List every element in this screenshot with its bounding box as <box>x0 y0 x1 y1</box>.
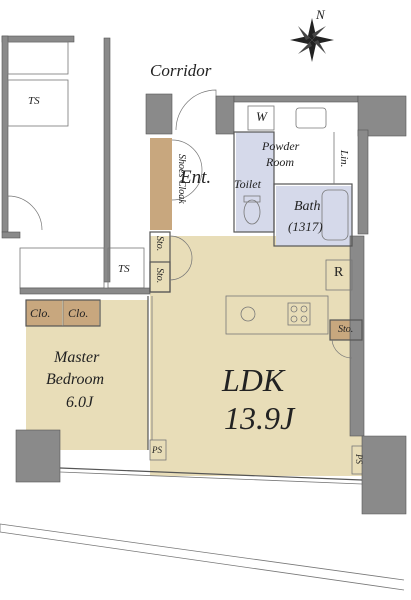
ts-top-label: TS <box>28 95 40 107</box>
sto-door <box>169 235 193 281</box>
burner-1 <box>290 305 298 313</box>
left-upper-box <box>7 41 69 75</box>
closet-1-label: Clo. <box>30 306 51 320</box>
burner-2 <box>300 305 308 313</box>
ts-top-box <box>7 79 69 127</box>
wall-center-left <box>103 37 111 283</box>
master-bedroom-label-2: Bedroom <box>46 371 105 388</box>
compass-north-label: N <box>316 7 325 22</box>
cooktop <box>287 302 311 326</box>
powder-room-label-2: Room <box>266 155 294 169</box>
wall-top-right <box>233 95 359 103</box>
ldk-size-label: 13.9J <box>224 400 295 436</box>
left-door <box>7 195 43 231</box>
ldk-floor-upper <box>172 236 362 300</box>
shoes-cloak-label: Shoes Cloak <box>176 154 187 204</box>
master-bedroom-size-label: 6.0J <box>66 394 94 411</box>
wall-left-mid <box>1 231 21 239</box>
left-lower-box <box>19 247 105 289</box>
wall-right-side <box>357 129 369 235</box>
toilet-tank <box>243 195 261 203</box>
bath-floor <box>276 186 352 246</box>
corridor-label: Corridor <box>150 61 212 80</box>
bath-wall <box>273 183 353 247</box>
sto-right-label: Sto. <box>154 268 165 284</box>
entrance-door <box>175 89 217 131</box>
sto-kitchen-door <box>331 339 353 359</box>
sink <box>295 107 327 129</box>
washer-label: W <box>256 109 267 124</box>
shoes-door <box>171 139 203 201</box>
powder-room-floor <box>236 132 274 232</box>
wall-right-col <box>357 95 407 137</box>
window-line-2 <box>59 471 363 485</box>
bath-label: Bath <box>294 199 321 214</box>
closet-2-fill <box>63 300 99 326</box>
wall-right-lower <box>349 235 365 437</box>
kitchen-sink <box>240 306 256 322</box>
bath-size-label: (1317) <box>288 219 323 234</box>
closet-1-fill <box>26 300 62 326</box>
wall-entrance-right <box>215 95 235 135</box>
balcony-edge-2 <box>0 531 405 591</box>
compass-icon <box>290 18 334 62</box>
wall-bottom-right <box>361 435 407 515</box>
wall-left-top <box>1 35 75 43</box>
toilet-bowl <box>243 199 261 225</box>
wet-area-wall <box>233 131 275 233</box>
window-line-1 <box>59 467 363 481</box>
ps-right-label: PS <box>354 454 364 464</box>
linen-label: Lin. <box>338 150 350 168</box>
wall-corridor-left <box>145 93 173 135</box>
ps-balcony-label: PS <box>152 445 162 455</box>
sto-kitchen-box <box>329 319 363 341</box>
ps-balcony-box <box>149 439 167 461</box>
ldk-label: LDK <box>222 362 285 398</box>
shoes-cloak-fill <box>150 138 172 230</box>
wall-bottom-left <box>15 429 61 483</box>
burner-4 <box>300 315 308 323</box>
bathtub <box>321 189 349 241</box>
toilet-label: Toilet <box>234 177 261 191</box>
sto-left-label: Sto. <box>154 236 165 252</box>
washer-box <box>247 105 275 131</box>
refrigerator-label: R <box>334 265 344 280</box>
wall-left-side <box>1 35 9 233</box>
burner-3 <box>290 315 298 323</box>
kitchen-counter <box>225 295 329 335</box>
fridge-box <box>325 259 353 291</box>
powder-room-label-1: Powder <box>262 139 300 153</box>
sto-kitchen-label: Sto. <box>338 324 354 335</box>
wall-bedroom-top <box>19 287 151 295</box>
ts-mid-label: TS <box>118 263 130 275</box>
sto-box-right <box>149 261 171 293</box>
balcony-edge-1 <box>0 523 405 581</box>
master-bedroom-label-1: Master <box>54 349 100 366</box>
entrance-label: Ent. <box>180 167 212 188</box>
closet-2-label: Clo. <box>68 306 89 320</box>
